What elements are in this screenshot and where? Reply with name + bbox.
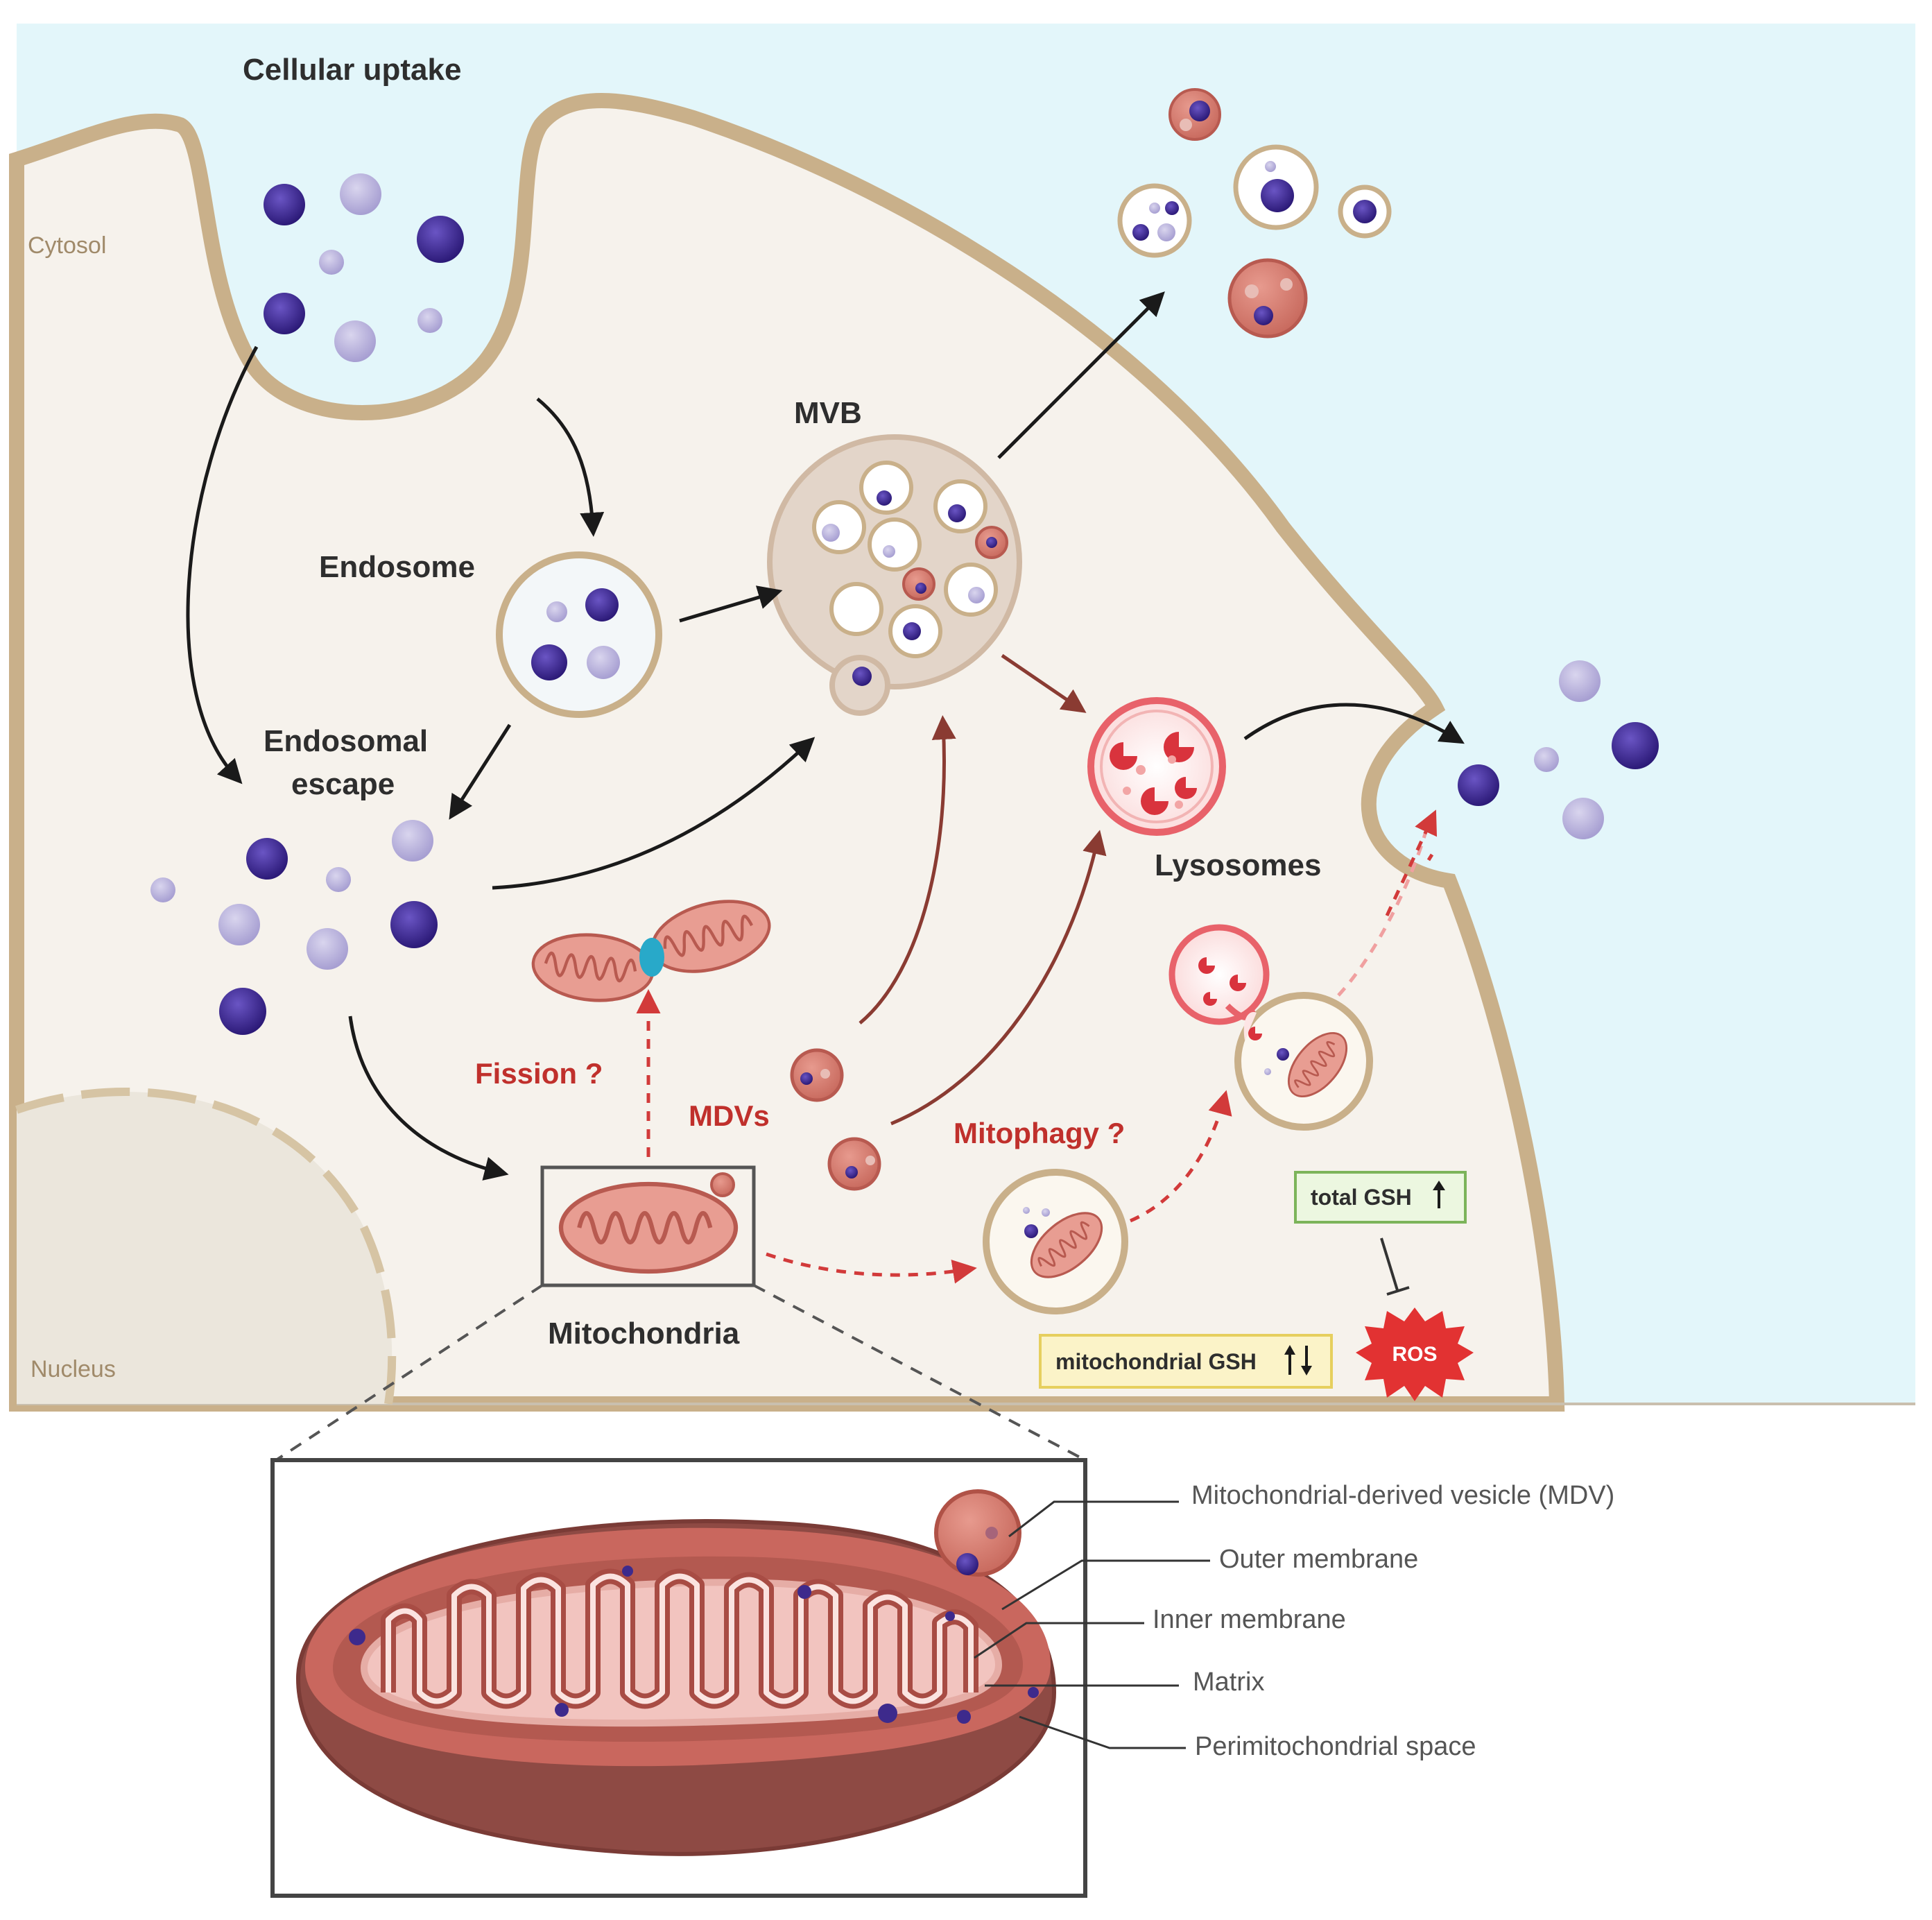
svg-text:Outer membrane: Outer membrane bbox=[1219, 1545, 1418, 1574]
uptake-nanoparticles bbox=[264, 173, 464, 362]
mdvs-label: MDVs bbox=[689, 1099, 770, 1132]
nuclear-envelope bbox=[15, 1087, 397, 1405]
svg-text:Mitochondrial-derived vesicle: Mitochondrial-derived vesicle (MDV) bbox=[1191, 1481, 1614, 1510]
released-nanoparticles bbox=[1458, 660, 1659, 839]
fission-label: Fission ? bbox=[475, 1057, 603, 1090]
up-down-arrows-icon bbox=[1284, 1345, 1312, 1375]
up-arrow-icon bbox=[1433, 1181, 1445, 1208]
svg-text:total GSH: total GSH bbox=[1311, 1185, 1412, 1210]
nucleus-label: Nucleus bbox=[31, 1356, 116, 1382]
mitochondria-label: Mitochondria bbox=[548, 1317, 740, 1351]
endosome-label: Endosome bbox=[319, 550, 475, 584]
lysosomes-label: Lysosomes bbox=[1155, 848, 1321, 882]
callout-labels: Mitochondrial-derived vesicle (MDV) Oute… bbox=[1153, 1481, 1614, 1761]
cell-cytoplasm bbox=[9, 93, 1565, 1412]
svg-text:Matrix: Matrix bbox=[1193, 1668, 1264, 1697]
endosomal-escape-label-2: escape bbox=[291, 767, 395, 801]
total-gsh-box: total GSH bbox=[1294, 1171, 1467, 1224]
dividing-mitochondrion bbox=[531, 889, 777, 1005]
endosomal-escape-label-1: Endosomal bbox=[264, 724, 428, 758]
autolysosome bbox=[1168, 924, 1373, 1131]
mitochondrial-gsh-box: mitochondrial GSH bbox=[1039, 1334, 1333, 1389]
secreted-exosomes bbox=[1117, 88, 1392, 338]
ros-burst: ROS bbox=[1356, 1308, 1474, 1401]
cellular-uptake-label: Cellular uptake bbox=[243, 53, 461, 87]
detail-mdv bbox=[934, 1489, 1021, 1577]
svg-text:Inner membrane: Inner membrane bbox=[1153, 1605, 1346, 1634]
escaped-nanoparticles bbox=[150, 820, 438, 1035]
svg-text:ROS: ROS bbox=[1392, 1343, 1437, 1366]
mitochondrion bbox=[561, 1184, 736, 1271]
budding-mdv bbox=[710, 1172, 735, 1197]
endosome bbox=[496, 551, 662, 718]
multivesicular-body bbox=[767, 434, 1022, 716]
autophagosome bbox=[983, 1169, 1128, 1314]
mitochondria-highlight-box bbox=[540, 1165, 756, 1287]
cytosol-label: Cytosol bbox=[28, 232, 106, 259]
mvb-label: MVB bbox=[794, 396, 862, 430]
inhibition-line bbox=[1380, 1237, 1410, 1296]
svg-text:Perimitochondrial space: Perimitochondrial space bbox=[1195, 1732, 1476, 1761]
zoom-connectors bbox=[275, 1284, 1086, 1462]
pathway-arrows bbox=[186, 291, 1465, 1284]
mdv-vesicles bbox=[790, 1048, 881, 1191]
mitophagy-label: Mitophagy ? bbox=[954, 1117, 1125, 1149]
nucleus bbox=[17, 1091, 393, 1404]
mitochondrion-detail bbox=[295, 1489, 1057, 1856]
callout-leaders bbox=[974, 1500, 1210, 1749]
svg-text:mitochondrial GSH: mitochondrial GSH bbox=[1055, 1349, 1257, 1374]
lysosome bbox=[1087, 697, 1226, 836]
